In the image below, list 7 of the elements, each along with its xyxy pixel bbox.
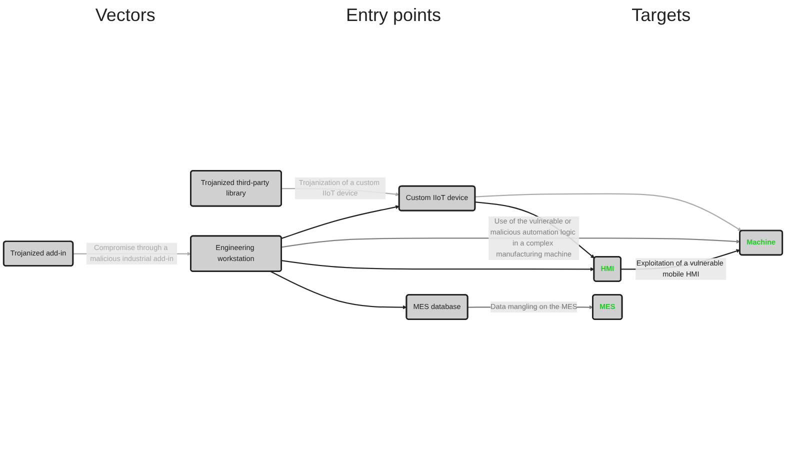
arrow — [281, 260, 594, 272]
arrow — [281, 205, 400, 239]
column-heading: Targets — [632, 4, 691, 26]
arrow — [270, 271, 407, 310]
column-heading: Vectors — [95, 4, 156, 26]
arrow — [475, 193, 742, 232]
column-heading: Entry points — [346, 4, 442, 26]
